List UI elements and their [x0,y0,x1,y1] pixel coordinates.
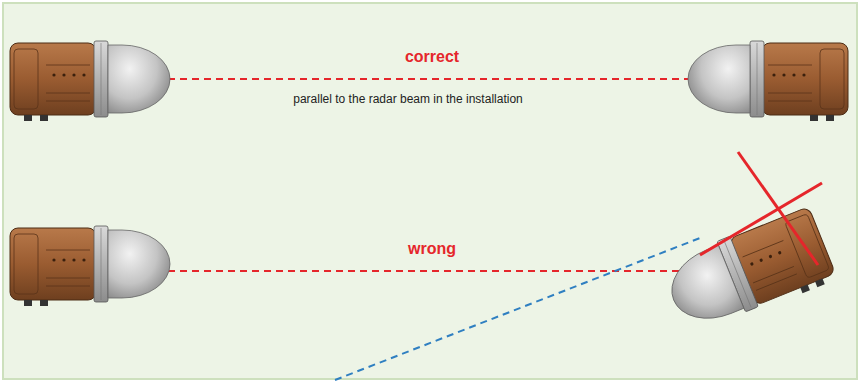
beam-line [168,270,725,272]
cross-mark [700,183,822,255]
radar-device [688,41,848,121]
tilted-beam-line [335,238,700,380]
radar-device [10,226,170,306]
status-label: correct [405,48,459,66]
note-text: parallel to the radar beam in the instal… [293,92,522,106]
beam-line [168,78,690,80]
radar-device [10,41,170,121]
status-label: wrong [408,240,456,258]
background-panel [3,3,857,379]
